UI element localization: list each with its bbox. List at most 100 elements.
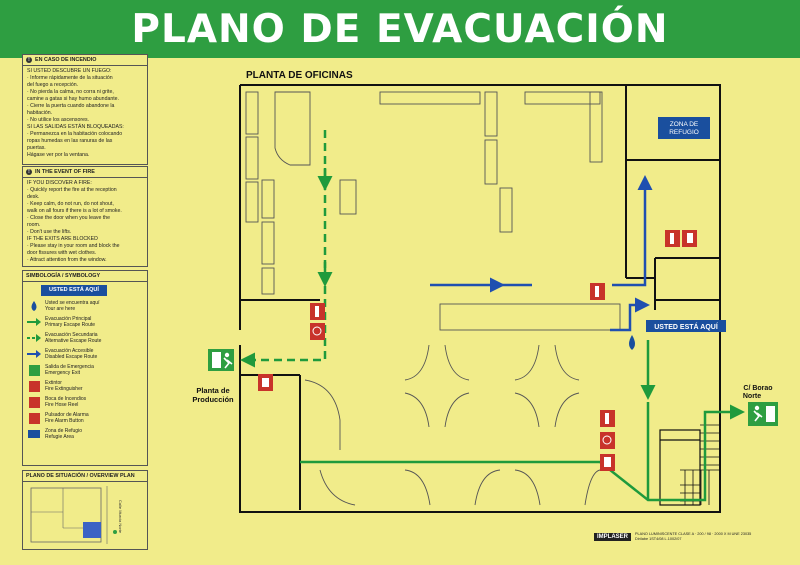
building-walls <box>239 84 721 513</box>
symbology-label-en: Refugie Area <box>45 434 74 441</box>
production-workstations <box>304 344 601 506</box>
you-are-here-badge: USTED ESTÁ AQUÍ <box>41 285 107 297</box>
fire-extinguisher-icon <box>27 380 41 392</box>
fire-en-line: · Attract attention from the window. <box>27 257 107 264</box>
fire-es-line: · Cierre la puerta cuando abandone la <box>27 103 115 110</box>
title-bar: PLANO DE EVACUACIÓN <box>0 0 800 58</box>
refuge-zone-sign <box>658 117 710 139</box>
exit-north-label-1: C/ Borao <box>743 385 772 392</box>
symbology-label-en: Fire Extinguisher <box>45 386 83 393</box>
primary-route-path <box>300 404 745 502</box>
overview-map: Calle Murcia Norte <box>30 486 123 544</box>
fire-instructions-en-panel: ! IN THE EVENT OF FIRE IF YOU DISCOVER A… <box>22 166 148 267</box>
fire-es-heading: ! EN CASO DE INCENDIO <box>23 55 147 66</box>
fire-es-line: · No utilice los ascensores. <box>27 117 89 124</box>
accessible-route-path <box>612 175 653 287</box>
refuge-zone-label-2: REFUGIO <box>669 129 699 136</box>
symbology-label-es: Zona de Refugio <box>45 428 82 435</box>
symbology-label-es: Salida de Emergencia <box>45 364 94 371</box>
fire-en-line: IF THE EXITS ARE BLOCKED <box>27 236 98 243</box>
overview-exit-icon <box>113 530 117 534</box>
you-are-here-marker-icon <box>629 335 635 350</box>
symbology-label-en: Fire Alarm Button <box>45 418 84 425</box>
symbology-label-es: Evacuación Accesible <box>45 348 94 355</box>
overview-building-outline <box>30 487 102 543</box>
fire-alarm-icon <box>27 412 41 424</box>
emergency-exit-production <box>208 349 234 371</box>
primary-route-arrow-icon <box>27 316 41 328</box>
fire-en-line: · Don't use the lifts. <box>27 229 72 236</box>
accessible-route-arrow-icon <box>27 348 41 360</box>
fire-en-line: · Please stay in your room and block the <box>27 243 120 250</box>
accessible-route-branch <box>610 297 650 332</box>
symbology-label-es: Extintor <box>45 380 62 387</box>
you-are-here-icon <box>27 300 41 312</box>
fire-en-line: · Keep calm, do not run, do not shout, <box>27 201 114 208</box>
fire-es-line: SI LAS SALIDAS ESTÁN BLOQUEADAS: <box>27 124 124 131</box>
refuge-zone-label-1: ZONA DE <box>670 121 699 128</box>
office-furniture <box>245 91 621 331</box>
fire-es-line: habitación. <box>27 110 53 117</box>
emergency-exit-north <box>748 402 778 426</box>
overview-panel: PLANO DE SITUACIÓN / OVERVIEW PLAN Calle… <box>22 470 148 550</box>
symbology-label-en: Disabled Escape Route <box>45 354 98 361</box>
fire-hose-icon <box>310 323 325 340</box>
fire-instructions-es-panel: ! EN CASO DE INCENDIO SI USTED DESCUBRE … <box>22 54 148 165</box>
production-label-1: Planta de <box>196 386 229 395</box>
secondary-route-arrow-icon <box>27 332 41 344</box>
symbology-label-en: Your are here <box>45 306 76 313</box>
footer-logo: IMPLASER PLANO LUMINISCENTE CLASE A · 20… <box>594 532 755 541</box>
production-label-2: Producción <box>192 395 234 404</box>
fire-es-line: · Informe rápidamente de la situación <box>27 75 113 82</box>
refuge-area-icon <box>27 428 41 440</box>
stairs <box>659 424 720 506</box>
symbology-heading: SIMBOLOGÍA / SYMBOLOGY <box>23 271 147 282</box>
fire-warning-icon: ! <box>26 169 32 175</box>
fire-en-line: desk. <box>27 194 40 201</box>
fire-es-line: del fuego a recepción. <box>27 82 79 89</box>
you-are-here-plan-badge <box>646 320 726 332</box>
page-title: PLANO DE EVACUACIÓN <box>131 6 669 52</box>
legal-text: PLANO LUMINISCENTE CLASE A · 200 / 98 · … <box>635 532 752 541</box>
fire-hose-icon <box>600 432 615 449</box>
brand-logo: IMPLASER <box>594 532 632 541</box>
fire-es-lines: SI USTED DESCUBRE UN FUEGO:· Informe ráp… <box>23 66 147 161</box>
fire-en-line: · Close the door when you leave the <box>27 215 111 222</box>
fire-es-line: · No pierda la calma, no corra ni grite, <box>27 89 114 96</box>
symbology-label-es: Evacuación Secundaria <box>45 332 98 339</box>
fire-es-line: puertas. <box>27 145 46 152</box>
emergency-exit-icon <box>27 364 41 376</box>
fire-en-heading: ! IN THE EVENT OF FIRE <box>23 167 147 178</box>
symbology-label-es: Boca de Incendios <box>45 396 87 403</box>
exit-north-label-2: Norte <box>743 393 761 400</box>
symbology-label-es: Evacuación Principal <box>45 316 92 323</box>
office-floor-label: PLANTA DE OFICINAS <box>246 70 353 81</box>
fire-en-lines: IF YOU DISCOVER A FIRE:· Quickly report … <box>23 178 147 266</box>
fire-hose-icon <box>27 396 41 408</box>
street-label: Calle Murcia Norte <box>118 500 123 534</box>
overview-heading: PLANO DE SITUACIÓN / OVERVIEW PLAN <box>23 471 147 482</box>
fire-warning-icon: ! <box>26 57 32 63</box>
fire-en-line: room. <box>27 222 41 229</box>
fire-en-line: door fissures with wet clothes. <box>27 250 97 257</box>
symbology-label-en: Emergency Exit <box>45 370 81 377</box>
fire-es-line: ropas humedas en las ranuras de las <box>27 138 113 145</box>
symbology-label-es: Pulsador de Alarma <box>45 412 89 419</box>
overview-highlight <box>83 522 101 538</box>
fire-es-line: Hágase ver por la ventana. <box>27 152 90 159</box>
symbology-label-es: Usted se encuentra aquí <box>45 300 100 307</box>
fire-en-line: IF YOU DISCOVER A FIRE: <box>27 180 92 186</box>
symbology-panel: SIMBOLOGÍA / SYMBOLOGY USTED ESTÁ AQUÍ U… <box>22 270 148 466</box>
fire-es-line: camine a gatas si hay humo abundante. <box>27 96 119 103</box>
fire-en-line: · Quickly report the fire at the recepti… <box>27 187 117 194</box>
